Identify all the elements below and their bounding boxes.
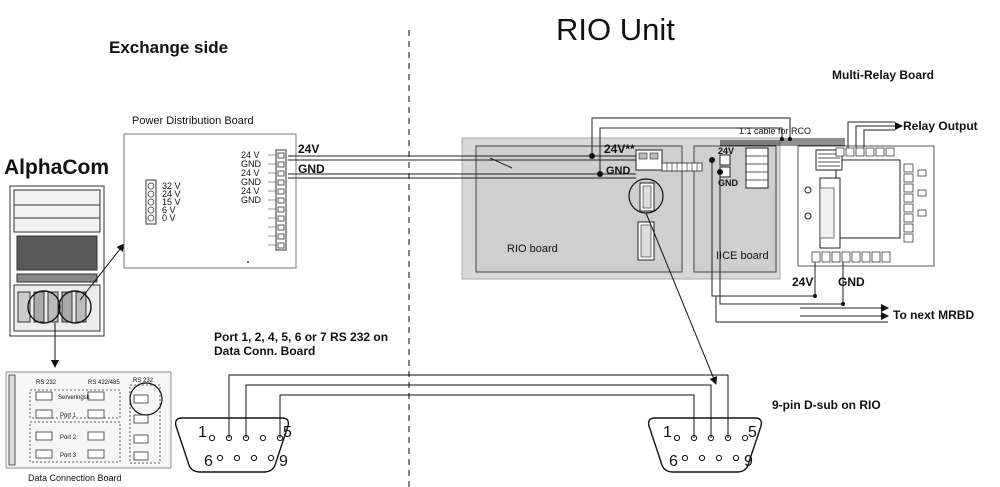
power-distribution-board-label: Power Distribution Board: [132, 115, 254, 127]
exchange-side-title: Exchange side: [109, 38, 229, 57]
db9-connector-right: [647, 417, 763, 473]
pdb-right-label: GND: [241, 159, 261, 169]
dcb-rs232b-label: RS 232: [133, 378, 154, 384]
pdb-left-label: 15 V: [162, 197, 181, 207]
pdb-right-label: GND: [241, 195, 261, 205]
alphacom-to-pdb-arrow: [79, 243, 125, 301]
rio-board-label: RIO board: [507, 243, 558, 255]
db9-connector-left: [174, 417, 290, 473]
right-connector-pin-6: 6: [669, 453, 678, 470]
rco-cable-label: 1:1 cable for RCO: [739, 126, 812, 136]
port-info-line2: Data Conn. Board: [214, 344, 316, 358]
rio-24v-label: 24V**: [604, 142, 635, 156]
right-connector-pin-9: 9: [744, 453, 753, 470]
alphacom-title: AlphaCom: [4, 156, 109, 179]
to-next-mrbd-label: To next MRBD: [893, 308, 975, 322]
pdb-left-label: 24 V: [162, 189, 181, 199]
pdb-right-label: 24 V: [241, 186, 260, 196]
left-connector-pin-5: 5: [283, 424, 292, 441]
power-distribution-board: [123, 133, 297, 269]
pdb-left-label: 6 V: [162, 205, 176, 215]
dcb-rs422-label: RS 422/485: [88, 380, 120, 386]
multi-relay-board-label: Multi-Relay Board: [832, 68, 935, 82]
data-connection-board-label: Data Connection Board: [28, 473, 122, 483]
pdb-24v-label: 24V: [298, 142, 320, 156]
dsub-callout-line: [645, 212, 718, 385]
pdb-left-label: 0 V: [162, 213, 176, 223]
pdb-right-label: GND: [241, 177, 261, 187]
iice-gnd-label: GND: [718, 178, 738, 188]
dcb-row-label: Port 2: [60, 435, 77, 441]
pdb-gnd-label: GND: [298, 162, 325, 176]
pdb-left-label: 32 V: [162, 181, 181, 191]
mrb-24v-label: 24V: [792, 275, 814, 289]
data-connection-board: [5, 371, 172, 469]
wire-junctions: [589, 137, 845, 306]
pdb-right-label: 24 V: [241, 168, 260, 178]
pdb-right-label: 24 V: [241, 150, 260, 160]
rio-unit-title: RIO Unit: [556, 12, 675, 47]
multi-relay-board: [797, 145, 935, 267]
rs232-cable: [228, 374, 729, 438]
right-connector-pin-5: 5: [748, 424, 757, 441]
left-connector-pin-1: 1: [198, 424, 207, 441]
relay-output-label: Relay Output: [903, 119, 978, 133]
power-wires: [288, 117, 895, 323]
port-info-line1: Port 1, 2, 4, 5, 6 or 7 RS 232 on: [214, 330, 389, 344]
dcb-row-label: Port 1: [60, 413, 77, 419]
alphacom-rack: [9, 185, 105, 337]
iice-board-label: IICE board: [716, 250, 769, 262]
mrb-gnd-label: GND: [838, 275, 865, 289]
dsub-rio-label: 9-pin D-sub on RIO: [772, 398, 881, 412]
rio-unit-housing: [461, 137, 781, 280]
dcb-row-label: Serveringsk: [58, 395, 90, 401]
left-connector-pin-9: 9: [279, 453, 288, 470]
rio-gnd-label: GND: [606, 165, 631, 177]
iice-24v-label: 24V: [718, 146, 735, 156]
right-connector-pin-1: 1: [663, 424, 672, 441]
dcb-row-label: Port 3: [60, 453, 77, 459]
left-connector-pin-6: 6: [204, 453, 213, 470]
dcb-rs232-label: RS 232: [36, 380, 57, 386]
